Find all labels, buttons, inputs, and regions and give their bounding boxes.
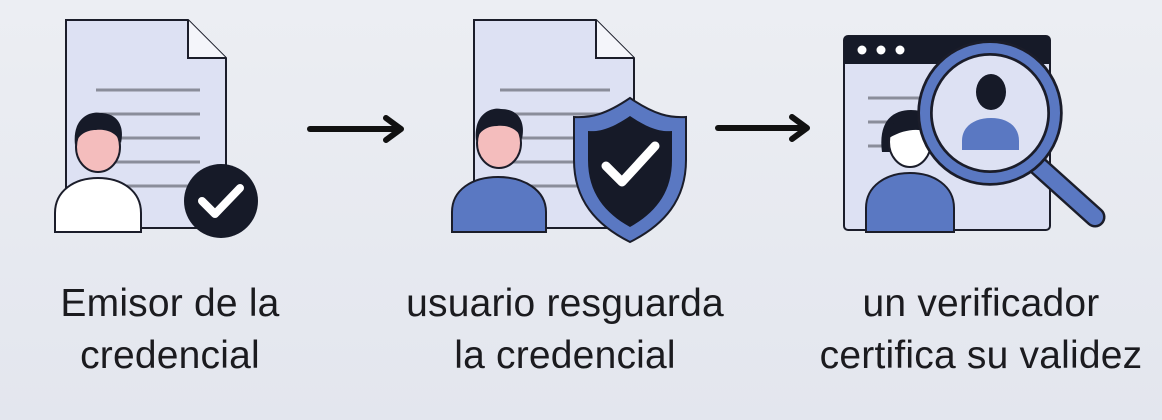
shield-check-icon <box>573 96 687 244</box>
step-2-label: usuario resguarda la credencial <box>380 278 750 382</box>
step-3-illustration <box>843 35 1106 233</box>
magnifier-icon <box>917 40 1106 228</box>
step-3-label-line-2: certifica su validez <box>819 334 1143 377</box>
step-2-label-line-1: usuario resguarda <box>406 282 724 325</box>
step-1-illustration <box>54 19 258 238</box>
person-icon <box>451 108 547 233</box>
arrow-right-icon <box>307 115 404 143</box>
document-icon <box>65 19 227 229</box>
diagram-illustrations <box>54 19 1106 244</box>
step-2-illustration <box>451 19 687 244</box>
person-icon <box>962 74 1019 150</box>
step-1-label-line-1: Emisor de la <box>60 282 280 325</box>
person-icon <box>54 112 142 233</box>
step-2-label-line-2: la credencial <box>454 334 676 377</box>
step-3-label-line-1: un verificador <box>862 282 1100 325</box>
step-1-label: Emisor de la credencial <box>20 278 320 382</box>
checkmark-badge-icon <box>184 164 258 238</box>
arrow-right-icon <box>715 114 810 142</box>
step-1-label-line-2: credencial <box>80 334 260 377</box>
step-3-label: un verificador certifica su validez <box>800 278 1162 382</box>
